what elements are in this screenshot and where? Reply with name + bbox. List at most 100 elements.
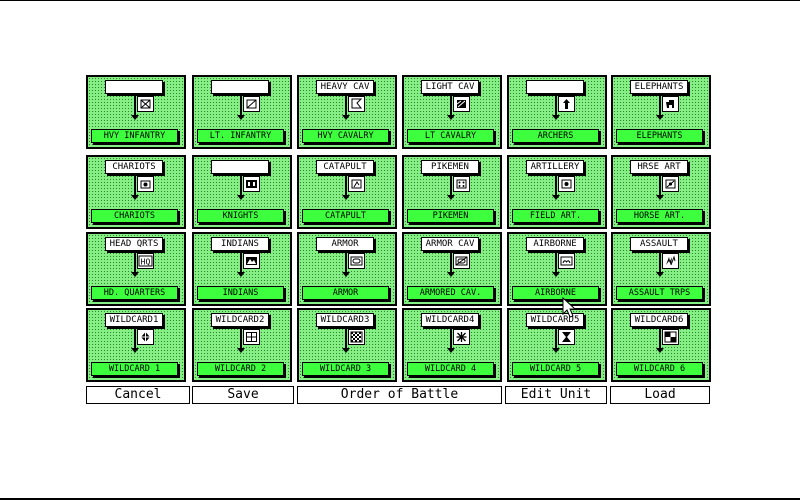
unit-label: ELEPHANTS (630, 80, 688, 94)
unit-cell[interactable]: AIRBORNE AIRBORNE (507, 232, 607, 306)
knights-icon (243, 176, 260, 192)
wildcard-checker-icon (348, 329, 365, 345)
unit-label: AIRBORNE (526, 237, 584, 251)
flag-stem (237, 94, 245, 120)
unit-label (526, 80, 584, 94)
edit-unit-button[interactable]: Edit Unit (505, 386, 607, 404)
unit-name: LT. INFANTRY (197, 129, 284, 143)
svg-text:HQ: HQ (141, 258, 151, 267)
flag-stem (342, 94, 350, 120)
unit-label (105, 80, 163, 94)
wildcard-cross-icon (243, 329, 260, 345)
unit-cell[interactable]: ARCHERS (507, 75, 607, 149)
wildcard-hourglass-icon (558, 329, 575, 345)
flag-stem (656, 174, 664, 200)
pikemen-icon (453, 176, 470, 192)
unit-label: HEAVY CAV (316, 80, 374, 94)
save-button[interactable]: Save (192, 386, 294, 404)
artillery-icon (558, 176, 575, 192)
catapult-icon (348, 176, 365, 192)
unit-cell[interactable]: ARTILLERY FIELD ART. (507, 155, 607, 229)
unit-name: ARMOR (302, 286, 389, 300)
unit-name: INDIANS (197, 286, 284, 300)
unit-label: CHARIOTS (105, 160, 163, 174)
flag-stem (237, 174, 245, 200)
light-cavalry-icon (453, 96, 470, 112)
flag-stem (552, 174, 560, 200)
flag-stem (131, 94, 139, 120)
unit-label: WILDCARD2 (211, 313, 269, 327)
unit-label: PIKEMEN (421, 160, 479, 174)
armor-icon (348, 253, 365, 269)
heavy-cavalry-icon (348, 96, 365, 112)
flag-stem (656, 327, 664, 353)
unit-label: HEAD QRTS (105, 237, 163, 251)
load-button[interactable]: Load (610, 386, 710, 404)
unit-name: FIELD ART. (512, 209, 599, 223)
flag-stem (237, 327, 245, 353)
unit-name: ELEPHANTS (616, 129, 703, 143)
flag-stem (342, 174, 350, 200)
unit-name: PIKEMEN (407, 209, 494, 223)
unit-label: ARTILLERY (526, 160, 584, 174)
flag-stem (552, 251, 560, 277)
unit-cell[interactable]: INDIANS INDIANS (192, 232, 292, 306)
unit-name: ARCHERS (512, 129, 599, 143)
unit-cell[interactable]: KNIGHTS (192, 155, 292, 229)
heavy-infantry-icon (137, 96, 154, 112)
unit-cell[interactable]: ELEPHANTS ELEPHANTS (611, 75, 711, 149)
flag-stem (131, 327, 139, 353)
unit-cell[interactable]: PIKEMEN PIKEMEN (402, 155, 502, 229)
unit-cell[interactable]: LT. INFANTRY (192, 75, 292, 149)
archers-icon (558, 96, 575, 112)
unit-name: KNIGHTS (197, 209, 284, 223)
flag-stem (447, 174, 455, 200)
unit-name: AIRBORNE (512, 286, 599, 300)
unit-label: INDIANS (211, 237, 269, 251)
unit-name: HVY INFANTRY (91, 129, 178, 143)
assault-icon (662, 253, 679, 269)
unit-name: WILDCARD 2 (197, 362, 284, 376)
hq-icon: HQ (137, 253, 154, 269)
airborne-icon (558, 253, 575, 269)
top-border (0, 0, 800, 1)
cancel-button[interactable]: Cancel (86, 386, 190, 404)
flag-stem (447, 94, 455, 120)
unit-label: ARMOR CAV (421, 237, 479, 251)
order-of-battle-button[interactable]: Order of Battle (297, 386, 502, 404)
elephants-icon (662, 96, 679, 112)
unit-label: ASSAULT (630, 237, 688, 251)
unit-label: CATAPULT (316, 160, 374, 174)
flag-stem (237, 251, 245, 277)
wildcard-quarters-icon (662, 329, 679, 345)
unit-cell[interactable]: HVY INFANTRY (86, 75, 186, 149)
unit-label (211, 160, 269, 174)
wildcard-diamond-icon (137, 329, 154, 345)
flag-stem (656, 94, 664, 120)
unit-name: WILDCARD 4 (407, 362, 494, 376)
horse-artillery-icon (662, 176, 679, 192)
light-infantry-icon (243, 96, 260, 112)
mouse-pointer-icon (562, 297, 576, 318)
flag-stem (131, 251, 139, 277)
flag-stem (342, 327, 350, 353)
indians-icon (243, 253, 260, 269)
unit-label: WILDCARD4 (421, 313, 479, 327)
unit-name: WILDCARD 6 (616, 362, 703, 376)
flag-stem (656, 251, 664, 277)
